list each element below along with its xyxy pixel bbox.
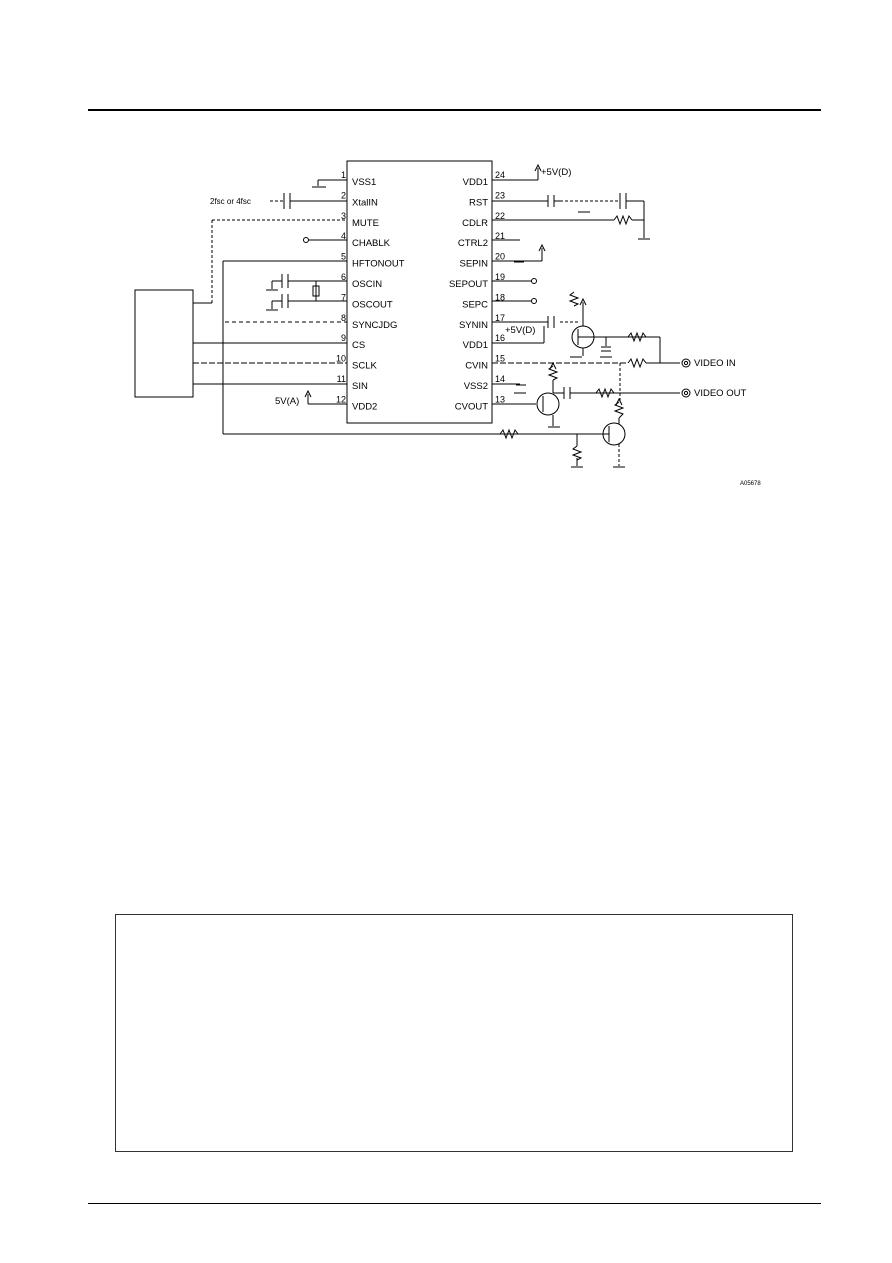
supply-5v-digital-label-2: +5V(D) xyxy=(505,325,535,336)
pin-label-9: CS xyxy=(352,340,365,351)
pin-label-7: OSCOUT xyxy=(352,299,393,310)
pin-number-6: 6 xyxy=(341,272,346,282)
pin-number-14: 14 xyxy=(495,374,505,384)
pin-label-1: VSS1 xyxy=(352,177,376,188)
pin-number-19: 19 xyxy=(495,272,505,282)
controller-block xyxy=(134,289,194,398)
footer-rule xyxy=(88,1203,821,1204)
pin-label-17: SYNIN xyxy=(459,320,488,331)
pin-number-17: 17 xyxy=(495,313,505,323)
pin-number-1: 1 xyxy=(341,170,346,180)
pin-number-22: 22 xyxy=(495,211,505,221)
pin-label-16: VDD1 xyxy=(463,340,488,351)
pin-number-2: 2 xyxy=(341,190,346,200)
pin-label-20: SEPIN xyxy=(459,259,488,270)
ic-body xyxy=(346,160,493,424)
pin-label-4: CHABLK xyxy=(352,238,391,249)
pin-label-21: CTRL2 xyxy=(458,238,488,249)
video-out-label: VIDEO OUT xyxy=(694,388,746,399)
pin-number-23: 23 xyxy=(495,190,505,200)
figure-code: A05678 xyxy=(740,481,761,487)
pin-number-12: 12 xyxy=(336,394,346,404)
pin-label-2: XtalIN xyxy=(352,197,378,208)
pin-label-14: VSS2 xyxy=(464,381,488,392)
pin-label-12: VDD2 xyxy=(352,401,377,412)
pin-label-10: SCLK xyxy=(352,361,377,372)
pin-label-8: SYNCJDG xyxy=(352,320,397,331)
crystal-frequency-note: 2fsc or 4fsc xyxy=(210,197,251,206)
pin-number-16: 16 xyxy=(495,333,505,343)
pin-label-3: MUTE xyxy=(352,218,379,229)
pin-number-9: 9 xyxy=(341,333,346,343)
pin-number-18: 18 xyxy=(495,292,505,302)
supply-5v-digital-label: +5V(D) xyxy=(541,167,571,178)
pin-number-10: 10 xyxy=(336,354,346,364)
pin-label-13: CVOUT xyxy=(455,401,488,412)
header-rule xyxy=(88,109,821,111)
pin-label-18: SEPC xyxy=(462,299,488,310)
pin-label-5: HFTONOUT xyxy=(352,259,405,270)
pin-number-15: 15 xyxy=(495,354,505,364)
pin-number-13: 13 xyxy=(495,394,505,404)
video-in-label: VIDEO IN xyxy=(694,358,736,369)
pin-number-4: 4 xyxy=(341,231,346,241)
pin-number-7: 7 xyxy=(341,292,346,302)
pin-label-15: CVIN xyxy=(465,361,488,372)
pin-number-11: 11 xyxy=(337,374,346,384)
pin-number-5: 5 xyxy=(341,252,346,262)
pin-label-19: SEPOUT xyxy=(449,279,488,290)
pin-label-22: CDLR xyxy=(462,218,488,229)
pin-number-20: 20 xyxy=(495,252,505,262)
pin-label-23: RST xyxy=(469,197,488,208)
notice-box xyxy=(115,914,793,1152)
pin-number-8: 8 xyxy=(341,313,346,323)
pin-number-24: 24 xyxy=(495,170,505,180)
pin-number-21: 21 xyxy=(495,231,505,241)
supply-5v-analog-label: 5V(A) xyxy=(275,396,299,407)
pin-label-6: OSCIN xyxy=(352,279,382,290)
pin-number-3: 3 xyxy=(341,211,346,221)
pin-label-11: SIN xyxy=(352,381,368,392)
pin-label-24: VDD1 xyxy=(463,177,488,188)
